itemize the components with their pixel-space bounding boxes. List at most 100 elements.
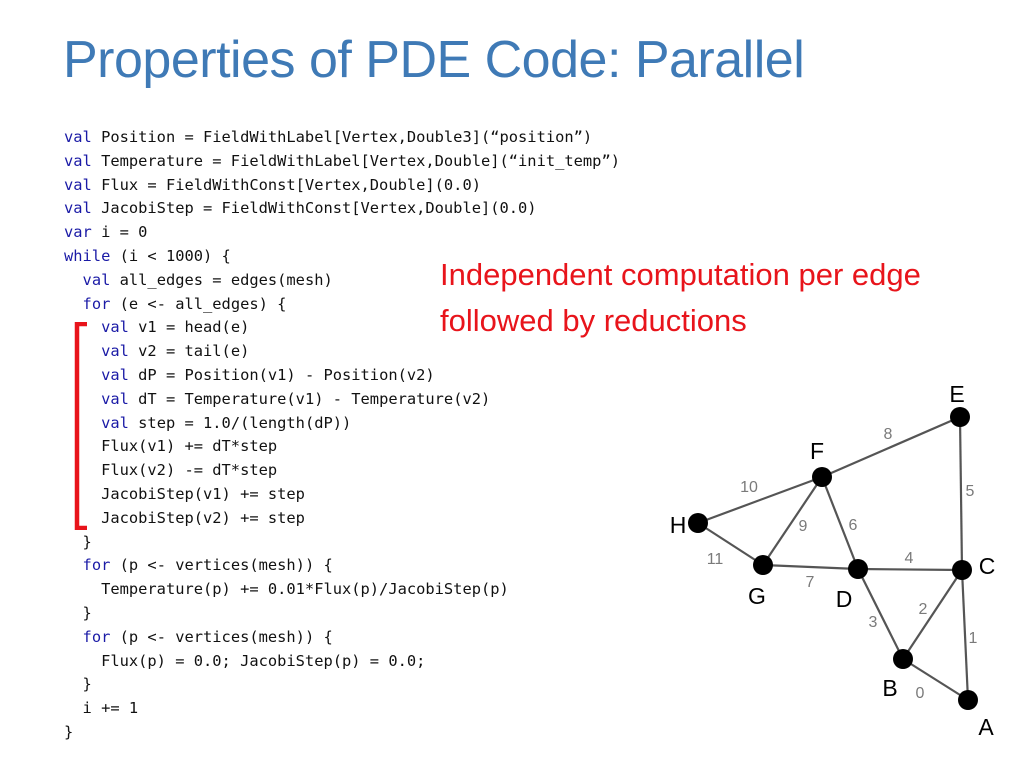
- code-keyword: for: [82, 627, 111, 646]
- code-line: }: [64, 531, 620, 555]
- code-text: }: [82, 675, 92, 694]
- code-keyword: val: [101, 365, 129, 384]
- code-line: var i = 0: [64, 221, 620, 245]
- code-keyword: for: [82, 294, 111, 313]
- code-keyword: var: [64, 223, 92, 242]
- code-line: val JacobiStep = FieldWithConst[Vertex,D…: [64, 197, 620, 221]
- code-text: (p <- vertices(mesh)) {: [110, 627, 333, 646]
- code-keyword: val: [101, 413, 129, 432]
- code-line: while (i < 1000) {: [64, 245, 620, 269]
- code-text: Position = FieldWithLabel[Vertex,Double3…: [91, 128, 593, 146]
- code-line: Flux(v2) -= dT*step: [64, 459, 620, 483]
- edge-label: 5: [966, 483, 975, 500]
- code-text: i = 0: [91, 223, 148, 242]
- code-text: dT = Temperature(v1) - Temperature(v2): [128, 389, 491, 408]
- code-text: Temperature(p) += 0.01*Flux(p)/JacobiSte…: [101, 580, 509, 599]
- annotation: Independent computation per edge followe…: [440, 252, 921, 344]
- code-line: val dT = Temperature(v1) - Temperature(v…: [64, 388, 620, 412]
- code-text: Flux(p) = 0.0; JacobiStep(p) = 0.0;: [101, 651, 426, 670]
- graph-node-g: [753, 555, 773, 575]
- red-bracket-icon: [74, 322, 87, 530]
- code-text: (e <- all_edges) {: [110, 294, 287, 313]
- code-keyword: val: [64, 151, 92, 170]
- graph-node-h: [688, 513, 708, 533]
- code-line: val Position = FieldWithLabel[Vertex,Dou…: [64, 126, 620, 150]
- graph-node-a: [958, 690, 978, 710]
- node-label: A: [978, 714, 994, 740]
- code-block: val Position = FieldWithLabel[Vertex,Dou…: [64, 126, 620, 745]
- node-label: E: [949, 381, 964, 407]
- node-label: D: [836, 586, 853, 612]
- code-keyword: for: [82, 556, 111, 575]
- code-line: for (e <- all_edges) {: [64, 293, 620, 317]
- graph-edge-a-c: [960, 569, 970, 701]
- graph-edge-b-c: [902, 569, 963, 660]
- edge-label: 1: [969, 630, 978, 647]
- edge-label: 8: [884, 426, 893, 443]
- graph-node-e: [950, 407, 970, 427]
- code-line: }: [64, 602, 620, 626]
- node-label: H: [670, 512, 687, 538]
- node-label: G: [748, 583, 766, 609]
- code-keyword: val: [82, 270, 111, 289]
- code-text: JacobiStep = FieldWithConst[Vertex,Doubl…: [91, 199, 537, 218]
- edge-label: 4: [905, 550, 914, 567]
- node-label: C: [979, 553, 996, 579]
- code-text: Temperature = FieldWithLabel[Vertex,Doub…: [91, 151, 620, 170]
- edge-label: 3: [869, 614, 878, 631]
- code-line: i += 1: [64, 697, 620, 721]
- graph-node-c: [952, 560, 972, 580]
- graph-edge-d-b: [857, 568, 904, 660]
- code-text: (p <- vertices(mesh)) {: [110, 556, 333, 575]
- graph-node-f: [812, 467, 832, 487]
- code-line: val v1 = head(e): [64, 316, 620, 340]
- code-text: JacobiStep(v2) += step: [101, 508, 305, 527]
- code-line: }: [64, 673, 620, 697]
- graph-edge-g-d: [762, 563, 859, 571]
- edge-label: 10: [740, 479, 758, 496]
- graph-edge-f-d: [820, 476, 860, 570]
- code-keyword: val: [101, 318, 129, 337]
- code-text: Flux(v1) += dT*step: [101, 437, 278, 456]
- code-text: v1 = head(e): [128, 318, 250, 337]
- code-line: val all_edges = edges(mesh): [64, 269, 620, 293]
- edge-label: 9: [799, 518, 808, 535]
- code-line: Temperature(p) += 0.01*Flux(p)/JacobiSte…: [64, 578, 620, 602]
- annotation-line-2: followed by reductions: [440, 303, 747, 338]
- edge-label: 11: [707, 551, 724, 568]
- code-line: Flux(v1) += dT*step: [64, 435, 620, 459]
- graph-node-b: [893, 649, 913, 669]
- code-line: }: [64, 721, 620, 745]
- code-line: val step = 1.0/(length(dP)): [64, 412, 620, 436]
- code-text: }: [82, 603, 92, 622]
- graph-edge-g-f: [762, 476, 823, 566]
- code-text: Flux = FieldWithConst[Vertex,Double](0.0…: [91, 175, 481, 194]
- code-line: for (p <- vertices(mesh)) {: [64, 554, 620, 578]
- graph-edge-e-c: [958, 416, 964, 571]
- code-keyword: val: [101, 342, 129, 361]
- code-line: JacobiStep(v1) += step: [64, 483, 620, 507]
- code-text: Flux(v2) -= dT*step: [101, 461, 278, 480]
- code-line: for (p <- vertices(mesh)) {: [64, 626, 620, 650]
- code-text: (i < 1000) {: [110, 246, 231, 265]
- graph-edge-f-e: [821, 415, 961, 479]
- slide-title: Properties of PDE Code: Parallel: [63, 31, 805, 89]
- edge-label: 2: [919, 601, 928, 618]
- annotation-line-1: Independent computation per edge: [440, 257, 921, 292]
- code-keyword: val: [64, 128, 92, 146]
- code-text: i += 1: [82, 699, 139, 718]
- code-keyword: while: [64, 246, 111, 265]
- graph-edge-h-g: [697, 522, 764, 566]
- code-keyword: val: [64, 175, 92, 194]
- code-text: }: [82, 532, 92, 551]
- code-keyword: val: [101, 389, 129, 408]
- edge-label: 0: [916, 685, 925, 702]
- edge-label: 7: [806, 574, 815, 591]
- code-line: val Temperature = FieldWithLabel[Vertex,…: [64, 150, 620, 174]
- code-text: step = 1.0/(length(dP)): [128, 413, 352, 432]
- code-line: val dP = Position(v1) - Position(v2): [64, 364, 620, 388]
- graph-node-d: [848, 559, 868, 579]
- graph-edge-d-c: [857, 567, 963, 572]
